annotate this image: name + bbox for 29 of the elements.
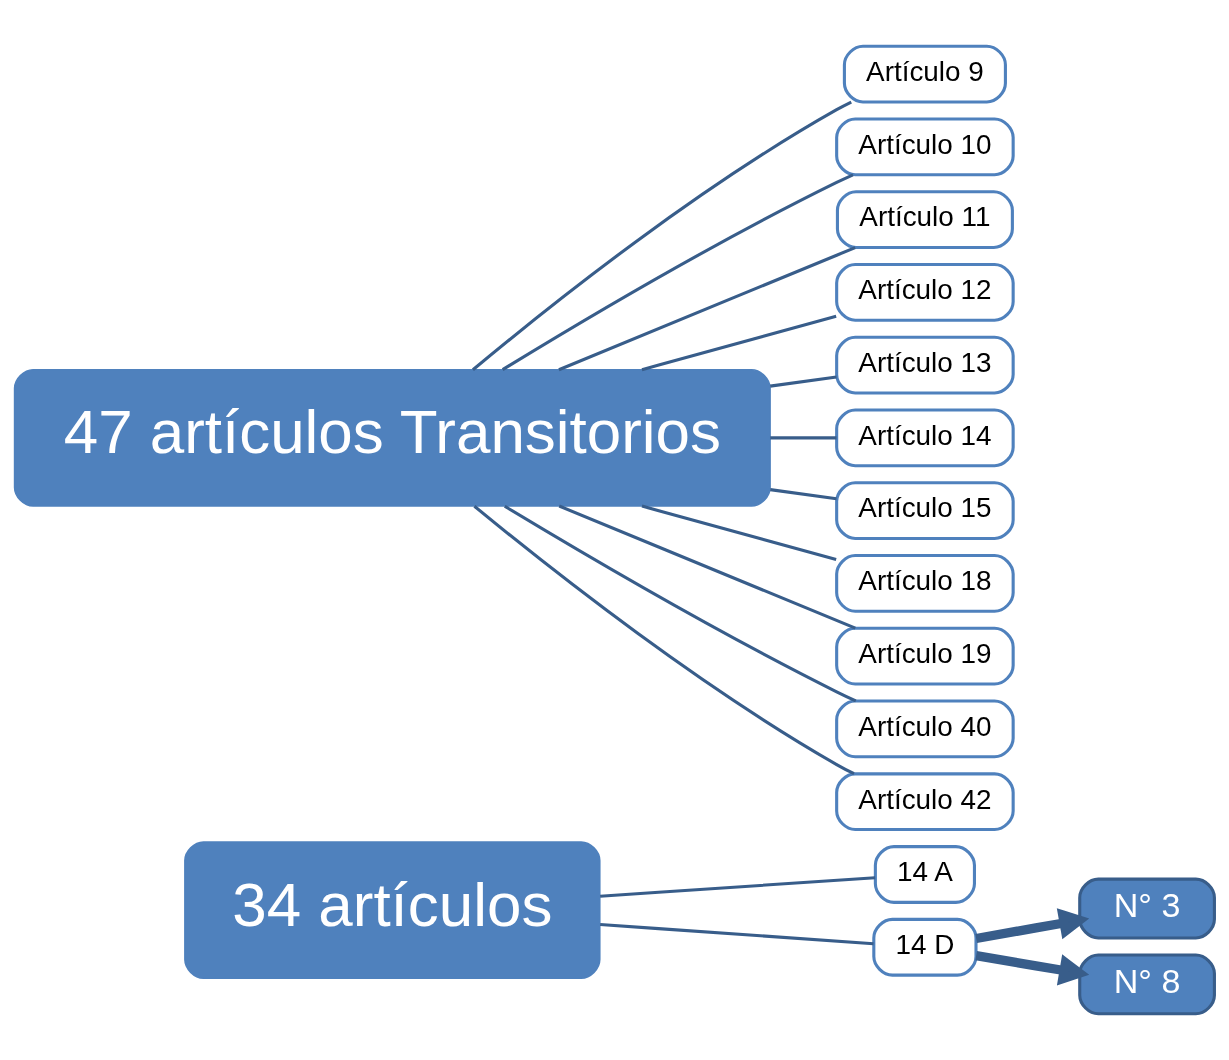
node-box: 14 D [872,917,978,977]
connector [770,375,837,388]
node-box: Artículo 12 [835,262,1015,322]
arrow [975,908,1090,944]
connector [471,100,852,371]
connector [473,505,855,776]
connector [641,504,837,561]
connector [600,876,876,898]
connector [770,436,837,440]
connector [770,488,837,501]
node-box: 14 A [873,845,976,904]
node-box: 47 artículos Transitorios [13,369,771,507]
arrow [975,951,1090,986]
node-box: Artículo 18 [835,554,1015,613]
node-box: Artículo 9 [842,44,1007,104]
node-box: Artículo 42 [835,772,1015,832]
node-box: Artículo 11 [835,190,1014,249]
node-box: Artículo 14 [835,408,1015,468]
node-box: Artículo 10 [835,117,1015,177]
node-box: Artículo 19 [835,626,1015,686]
node-box: Artículo 13 [835,335,1015,395]
node-box: N° 8 [1078,953,1216,1016]
connector [641,314,837,372]
connector [503,504,857,703]
node-box: Artículo 40 [835,699,1015,759]
connector [600,923,874,946]
node-box: 34 artículos [184,841,601,979]
node-box: Artículo 15 [835,481,1015,541]
node-box: N° 3 [1078,877,1216,940]
